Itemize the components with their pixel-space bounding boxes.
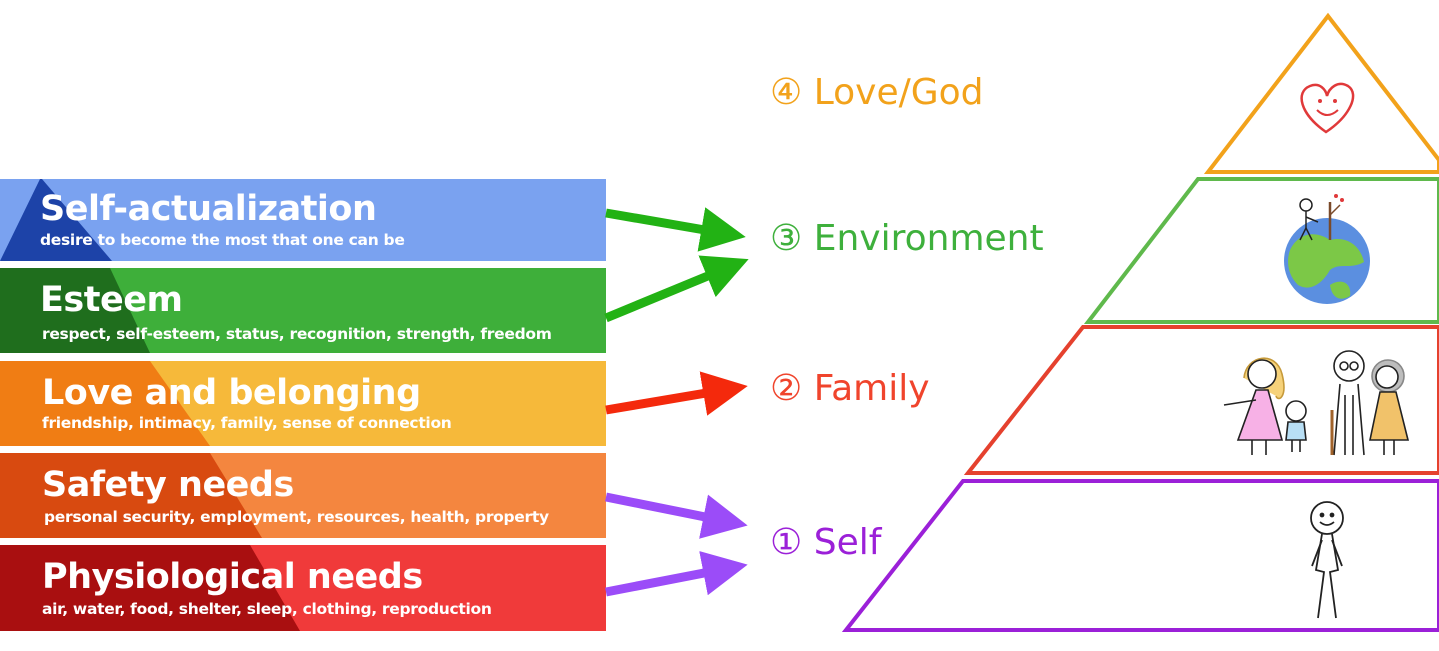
level-label-self: ① Self [770, 522, 881, 563]
pyramid-tier-environment [1088, 179, 1439, 322]
level-label-environment: ③ Environment [770, 218, 1044, 259]
heart-icon [1302, 84, 1353, 132]
arrow-safety-to-self [606, 497, 730, 522]
arrow-esteem-to-environment [606, 266, 732, 318]
earth-icon [1284, 194, 1370, 304]
family-icon [1224, 351, 1408, 455]
stick-figure-icon [1311, 502, 1343, 618]
arrow-love-to-family [606, 389, 730, 410]
arrow-self-actualization-to-environment [606, 213, 728, 234]
arrow-physiological-to-self [606, 568, 730, 592]
pyramid-tier-love-god [1208, 16, 1439, 172]
level-label-family: ② Family [770, 368, 930, 409]
pyramid-tier-family [968, 327, 1439, 473]
pyramid-tier-self [846, 481, 1439, 630]
level-label-love-god: ④ Love/God [770, 72, 984, 113]
